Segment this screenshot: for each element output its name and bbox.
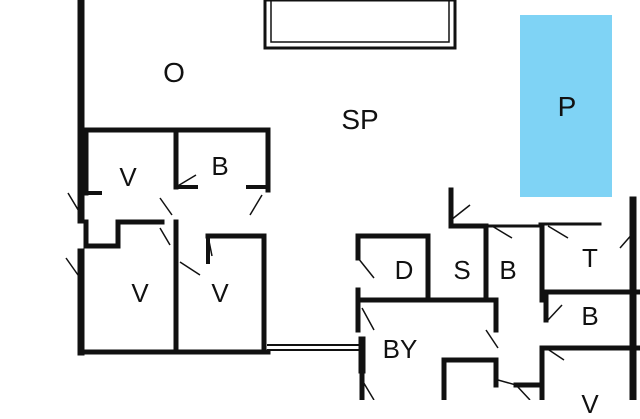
- floor-plan: [65, 0, 640, 400]
- room-label-d: D: [394, 255, 414, 285]
- door-leaves: [65, 174, 635, 400]
- room-label-sp: SP: [341, 104, 379, 135]
- room-label-b3: B: [581, 301, 599, 331]
- room-label-v4: V: [581, 389, 599, 419]
- room-label-v2: V: [131, 278, 149, 308]
- room-label-b2: B: [499, 255, 517, 285]
- room-label-v3: V: [211, 278, 229, 308]
- pool: [520, 15, 612, 197]
- room-label-v1: V: [119, 162, 137, 192]
- room-label-by: BY: [382, 334, 418, 364]
- walls: [77, 0, 640, 400]
- room-label-t: T: [582, 243, 598, 273]
- room-label-b1: B: [211, 151, 229, 181]
- room-label-s: S: [453, 255, 471, 285]
- room-label-o: O: [163, 57, 185, 88]
- room-label-p: P: [557, 91, 577, 122]
